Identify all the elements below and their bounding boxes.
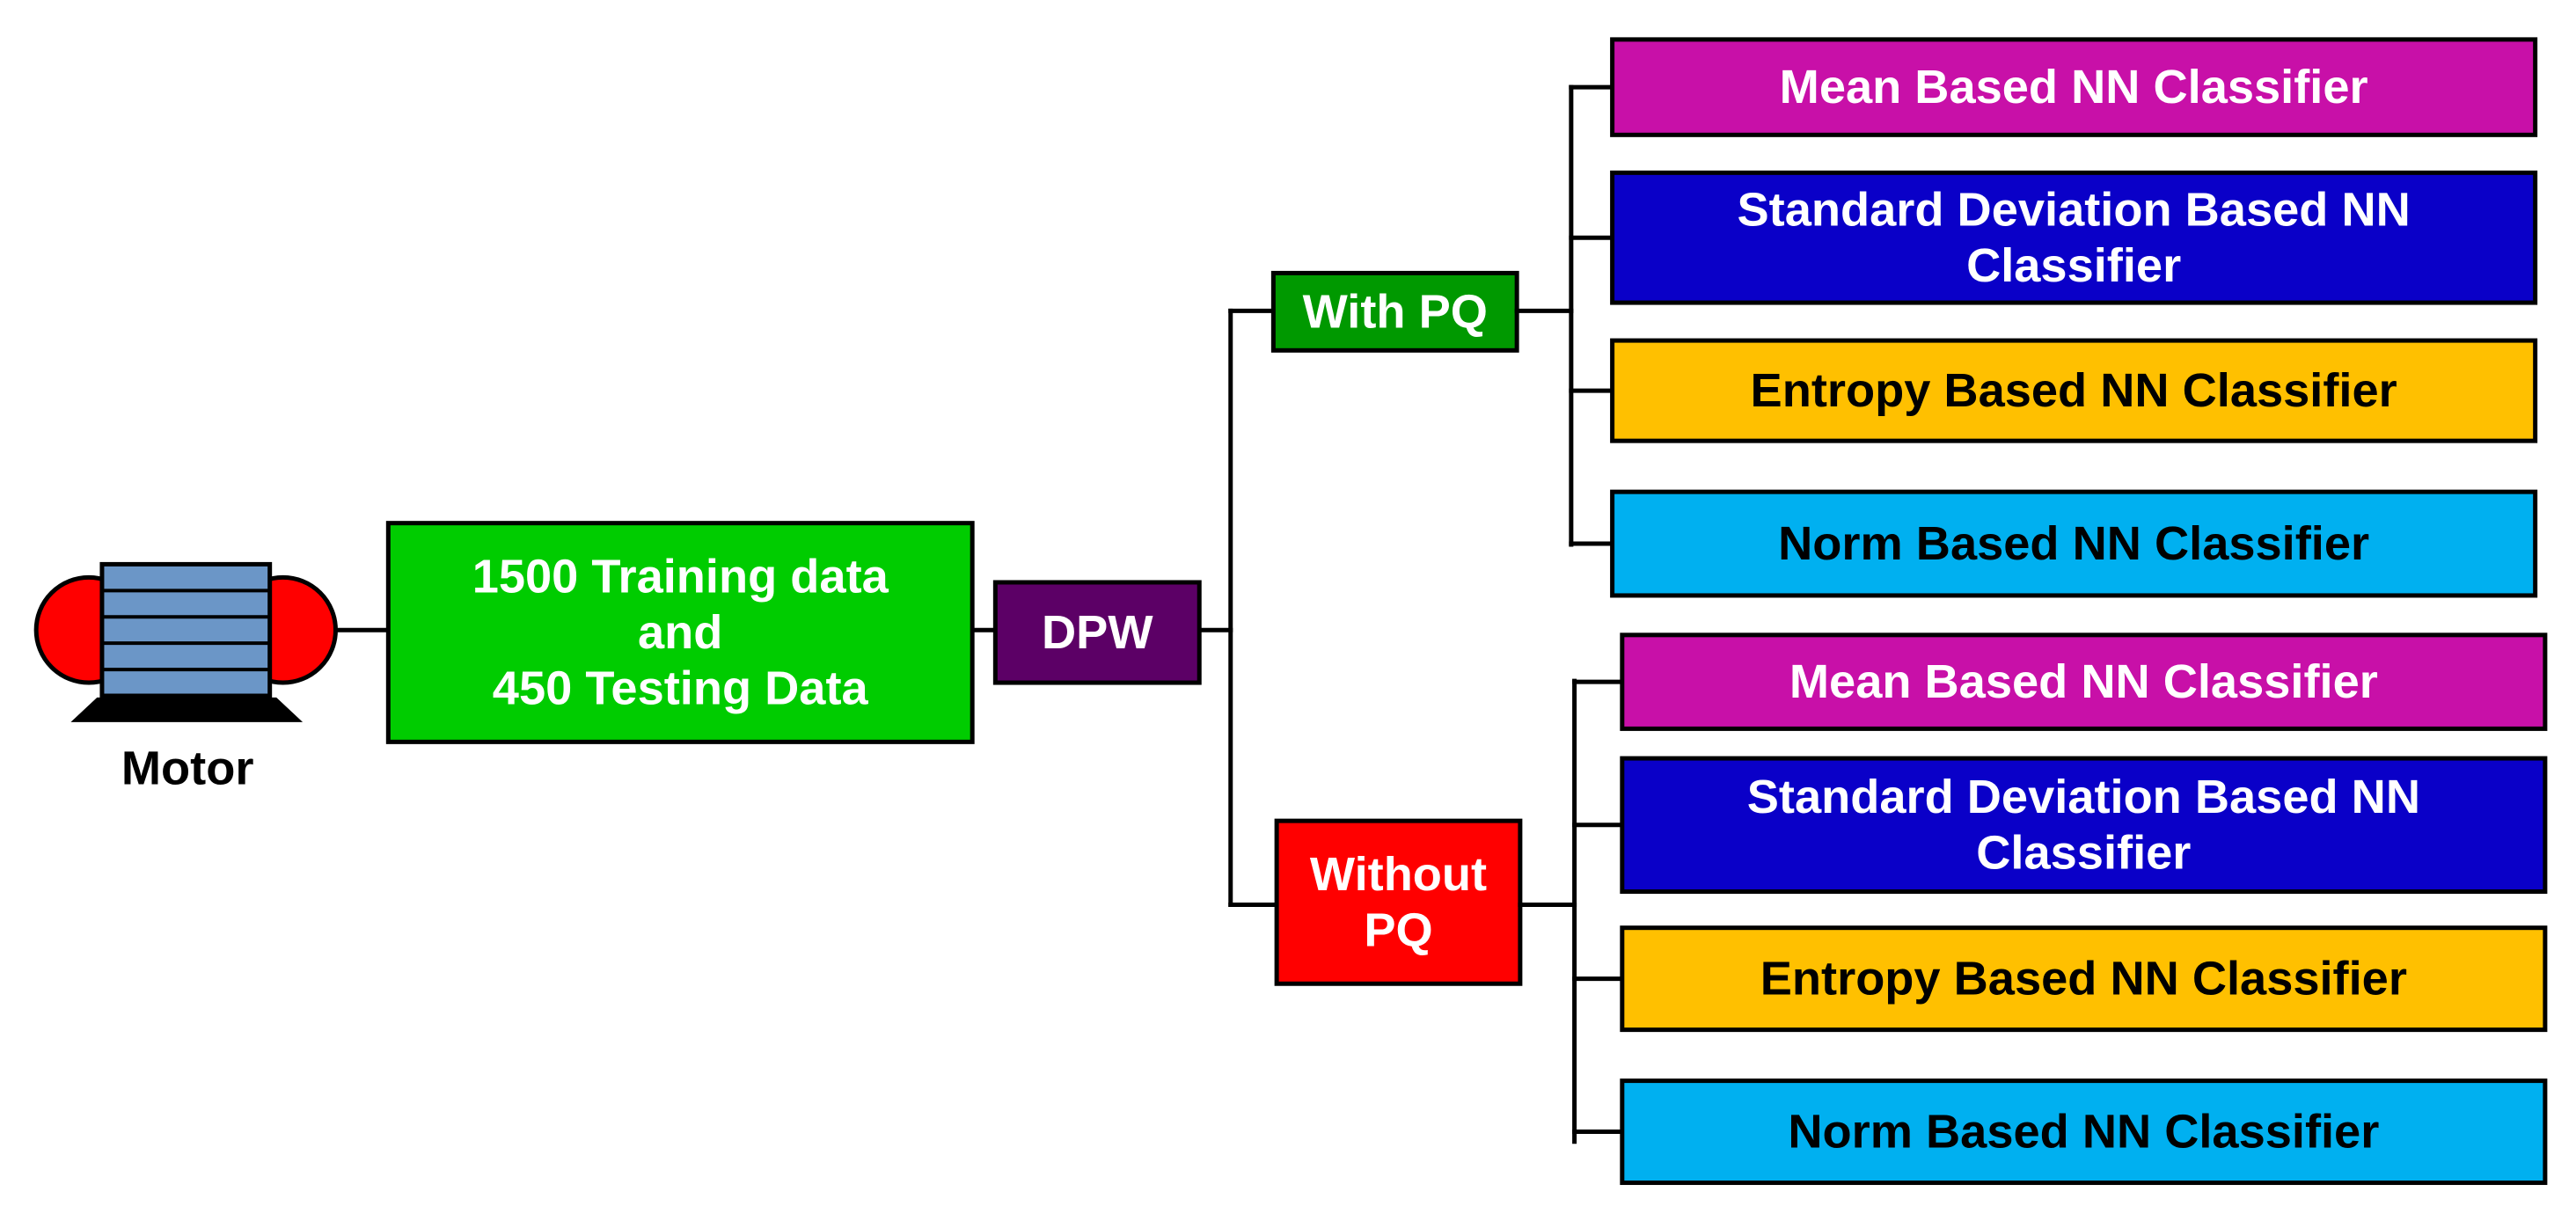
dpw-box-rect — [992, 580, 1202, 685]
branch-with-pq-box-rect — [1270, 270, 1519, 353]
classifier-box-with-pq-1-label: Standard Deviation Based NN — [1738, 183, 2411, 236]
classifier-box-without-pq-2-label: Entropy Based NN Classifier — [1760, 953, 2407, 1005]
branch-without-pq-box-label: Without — [1310, 848, 1487, 901]
classifier-box-with-pq-2-label: Entropy Based NN Classifier — [1751, 364, 2397, 417]
classifier-box-without-pq-3-label: Norm Based NN Classifier — [1788, 1106, 2379, 1159]
classifier-box-without-pq-1-label: Classifier — [1976, 827, 2191, 880]
classifier-box-with-pq-0: Mean Based NN Classifier — [1610, 37, 2538, 137]
branch-with-pq-box-label: With PQ — [1303, 285, 1488, 338]
classifier-box-with-pq-2-rect — [1610, 338, 2538, 443]
motor-base — [70, 697, 304, 722]
classifier-box-without-pq-2: Entropy Based NN Classifier — [1620, 925, 2548, 1033]
data-summary-box-rect — [385, 521, 975, 744]
classifier-box-with-pq-0-rect — [1610, 37, 2538, 137]
classifier-box-with-pq-3: Norm Based NN Classifier — [1610, 489, 2538, 598]
dpw-box: DPW — [992, 580, 1202, 685]
data-summary-box-label: 450 Testing Data — [493, 662, 869, 714]
branch-without-pq-box-rect — [1274, 818, 1523, 986]
motor-icon: Motor — [33, 561, 338, 794]
classifier-box-without-pq-2-rect — [1620, 925, 2548, 1033]
classifier-box-with-pq-2: Entropy Based NN Classifier — [1610, 338, 2538, 443]
motor-core — [99, 561, 273, 698]
classifier-box-with-pq-1-label: Classifier — [1966, 239, 2181, 292]
dpw-box-label: DPW — [1042, 606, 1153, 659]
classifier-box-without-pq-0: Mean Based NN Classifier — [1620, 632, 2548, 731]
classifier-box-without-pq-0-label: Mean Based NN Classifier — [1789, 655, 2378, 708]
classifier-box-without-pq-3: Norm Based NN Classifier — [1620, 1078, 2548, 1186]
classifier-box-without-pq-1-label: Standard Deviation Based NN — [1747, 771, 2420, 823]
classifier-box-with-pq-1-rect — [1610, 170, 2538, 305]
classifier-box-without-pq-0-rect — [1620, 632, 2548, 731]
classifier-box-with-pq-0-label: Mean Based NN Classifier — [1780, 61, 2368, 113]
classifier-box-with-pq-3-rect — [1610, 489, 2538, 598]
branch-with-pq-box: With PQ — [1270, 270, 1519, 353]
classifier-box-with-pq-3-label: Norm Based NN Classifier — [1778, 517, 2369, 570]
motor-label: Motor — [121, 742, 254, 794]
data-summary-box-label: and — [638, 606, 722, 659]
classifier-box-without-pq-3-rect — [1620, 1078, 2548, 1186]
data-summary-box-label: 1500 Training data — [472, 551, 889, 603]
classifier-box-without-pq-1-rect — [1620, 756, 2548, 895]
branch-without-pq-box-label: PQ — [1364, 903, 1432, 956]
